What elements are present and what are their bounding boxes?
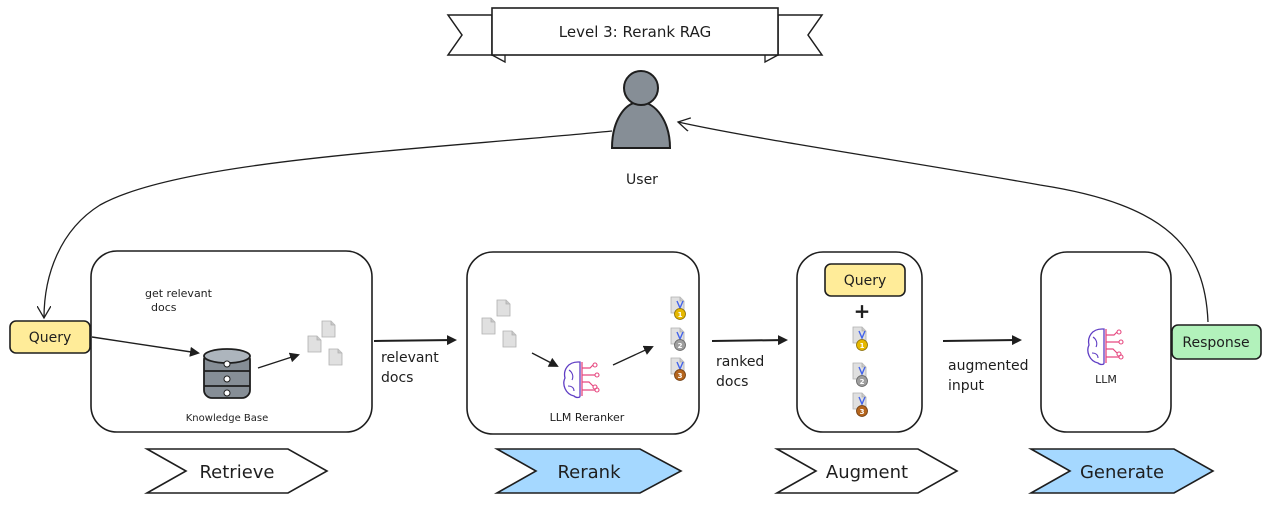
stage-generate: Generate (1027, 448, 1215, 494)
reranker-brain-icon (563, 361, 600, 399)
response-chip: Response (1171, 324, 1262, 360)
retrieve-note-line1: get relevant (145, 287, 213, 300)
title-banner: Level 3: Rerank RAG (446, 7, 824, 64)
edge-label-docs-1: docs (381, 370, 413, 386)
edge-label-augmented: augmented (948, 358, 1028, 374)
svg-text:Retrieve: Retrieve (199, 462, 274, 483)
svg-text:Query: Query (844, 273, 887, 289)
rerank-medal-2-icon: 2 (670, 327, 686, 351)
edge-label-docs-2: docs (716, 374, 748, 390)
llm-brain-icon (1087, 328, 1124, 366)
user-label: User (626, 172, 658, 188)
augment-to-generate-arrow (942, 335, 1022, 346)
user-to-query-arrow (44, 130, 613, 318)
user-icon (610, 70, 672, 149)
svg-text:2: 2 (860, 378, 865, 386)
retrieve-to-rerank-arrow (373, 335, 457, 346)
stage-augment: Augment (773, 448, 959, 494)
reranker-to-ranked-arrow (612, 345, 654, 366)
svg-text:Augment: Augment (826, 462, 908, 483)
rerank-medal-3-icon: 3 (670, 357, 686, 381)
stage-retrieve: Retrieve (143, 448, 329, 494)
edge-label-ranked: ranked (716, 354, 764, 370)
database-icon (203, 348, 251, 399)
augment-medal-3-icon: 3 (852, 392, 868, 417)
svg-text:Generate: Generate (1080, 462, 1164, 483)
rerank-to-augment-arrow (711, 335, 788, 346)
svg-text:2: 2 (678, 342, 683, 350)
query-to-kb-arrow (91, 336, 200, 357)
svg-text:3: 3 (860, 408, 865, 416)
retrieve-note-line2: docs (151, 301, 177, 314)
stage-rerank: Rerank (493, 448, 683, 494)
edge-label-relevant: relevant (381, 350, 439, 366)
svg-text:1: 1 (678, 311, 683, 319)
retrieve-box (90, 250, 373, 433)
knowledge-base-label: Knowledge Base (186, 413, 269, 424)
rerank-medal-1-icon: 1 (670, 296, 686, 320)
svg-text:Response: Response (1182, 335, 1249, 351)
kb-to-docs-arrow (257, 352, 300, 369)
llm-label: LLM (1095, 373, 1117, 386)
augment-medal-2-icon: 2 (852, 362, 868, 387)
diagram-title: Level 3: Rerank RAG (559, 23, 711, 41)
svg-text:1: 1 (860, 342, 865, 350)
svg-text:Query: Query (29, 330, 72, 346)
rerank-box (466, 251, 700, 435)
augment-query-chip: Query (824, 263, 906, 297)
docs-to-reranker-arrow (531, 352, 559, 367)
query-chip: Query (9, 320, 91, 354)
response-to-user-arrow (678, 122, 1209, 323)
augment-medal-1-icon: 1 (852, 326, 868, 351)
svg-text:Rerank: Rerank (557, 462, 621, 483)
edge-label-input: input (948, 378, 985, 394)
reranker-label: LLM Reranker (550, 411, 625, 424)
plus-sign: + (854, 299, 871, 323)
svg-text:3: 3 (678, 372, 683, 380)
